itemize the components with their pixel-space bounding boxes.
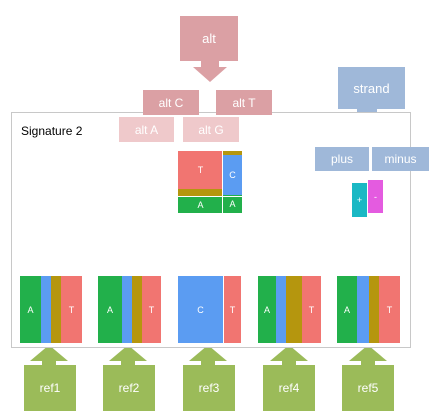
ref4-g-segment bbox=[286, 276, 302, 343]
ref2-card: A T bbox=[98, 276, 161, 343]
mosaic-a-label-right: A bbox=[229, 199, 236, 209]
alt-a-label: alt A bbox=[119, 117, 174, 142]
ref3-c-segment: C bbox=[178, 276, 223, 343]
ref5-t-segment: T bbox=[379, 276, 400, 343]
mosaic-divider-h bbox=[178, 196, 242, 197]
alt-g-label: alt G bbox=[183, 117, 239, 142]
alt-mosaic: T A C A bbox=[178, 151, 242, 213]
mosaic-t-cell: T bbox=[178, 151, 223, 189]
ref5-big-label: A bbox=[343, 304, 350, 315]
strand-top-label: strand bbox=[338, 67, 405, 109]
ref5-a-segment: A bbox=[337, 276, 357, 343]
ref5-small-label: T bbox=[386, 304, 393, 315]
ref1-label: ref1 bbox=[24, 365, 76, 411]
mosaic-g-cell bbox=[178, 189, 223, 197]
alt-t-label: alt T bbox=[216, 90, 272, 115]
alt-top-label: alt bbox=[180, 16, 238, 61]
ref1-c-segment bbox=[41, 276, 51, 343]
alt-c-label: alt C bbox=[143, 90, 199, 115]
mosaic-t-label: T bbox=[197, 165, 204, 175]
ref4-t-segment: T bbox=[302, 276, 321, 343]
ref2-a-segment: A bbox=[98, 276, 122, 343]
ref3-card: C T bbox=[178, 276, 241, 343]
ref5-c-segment bbox=[357, 276, 369, 343]
ref3-small-label: T bbox=[229, 304, 236, 315]
ref3-big-label: C bbox=[197, 304, 204, 315]
ref2-big-label: A bbox=[106, 304, 113, 315]
ref5-label: ref5 bbox=[342, 365, 394, 411]
ref1-a-segment: A bbox=[20, 276, 41, 343]
mosaic-c-label: C bbox=[229, 170, 236, 180]
mosaic-g-top bbox=[223, 151, 242, 155]
signature-title: Signature 2 bbox=[21, 124, 83, 138]
ref4-label: ref4 bbox=[263, 365, 315, 411]
ref5-g-segment bbox=[369, 276, 379, 343]
minus-bar: - bbox=[368, 180, 383, 213]
ref1-g-segment bbox=[51, 276, 61, 343]
ref4-small-label: T bbox=[308, 304, 315, 315]
ref4-c-segment bbox=[276, 276, 286, 343]
plus-label: plus bbox=[315, 147, 369, 171]
ref4-up-arrow bbox=[270, 345, 308, 369]
ref1-up-arrow bbox=[30, 345, 68, 369]
mosaic-a-label-left: A bbox=[197, 200, 204, 210]
ref2-up-arrow bbox=[109, 345, 147, 369]
ref5-up-arrow bbox=[349, 345, 387, 369]
ref2-g-segment bbox=[132, 276, 142, 343]
ref3-label: ref3 bbox=[183, 365, 235, 411]
mosaic-c-cell: C bbox=[223, 155, 242, 195]
alt-down-arrow bbox=[193, 60, 227, 82]
mosaic-a-cell-right: A bbox=[223, 195, 242, 213]
ref2-t-segment: T bbox=[142, 276, 161, 343]
mosaic-a-cell-left: A bbox=[178, 197, 223, 213]
mosaic-divider-v bbox=[222, 151, 223, 213]
ref1-small-label: T bbox=[68, 304, 75, 315]
ref1-big-label: A bbox=[27, 304, 34, 315]
ref3-up-arrow bbox=[189, 345, 227, 369]
ref4-big-label: A bbox=[263, 304, 270, 315]
ref4-a-segment: A bbox=[258, 276, 276, 343]
ref1-card: A T bbox=[20, 276, 82, 343]
ref5-card: A T bbox=[337, 276, 400, 343]
ref3-t-segment: T bbox=[224, 276, 241, 343]
ref2-label: ref2 bbox=[103, 365, 155, 411]
minus-label: minus bbox=[372, 147, 429, 171]
ref1-t-segment: T bbox=[61, 276, 82, 343]
plus-bar: + bbox=[352, 183, 367, 217]
ref2-c-segment bbox=[122, 276, 132, 343]
ref2-small-label: T bbox=[148, 304, 155, 315]
ref4-card: A T bbox=[258, 276, 321, 343]
